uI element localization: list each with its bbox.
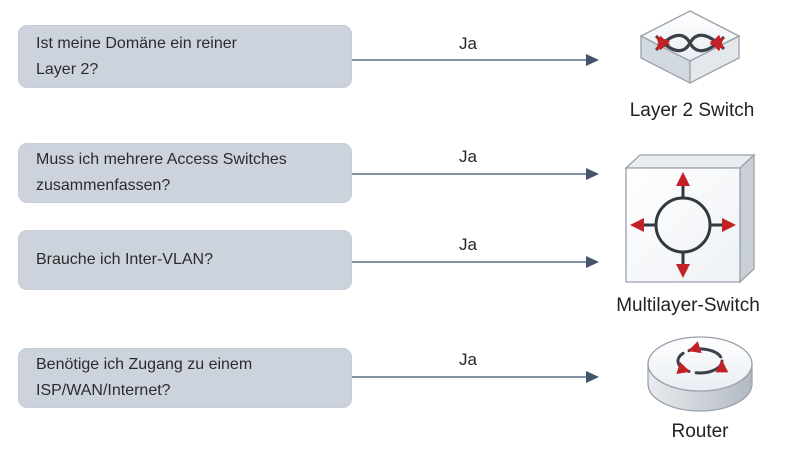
device-label-layer2-switch: Layer 2 Switch <box>629 100 755 121</box>
router-icon <box>647 336 753 412</box>
question-box-intervlan: Brauche ich Inter-VLAN? <box>18 230 352 290</box>
layer2-switch-icon <box>639 10 741 85</box>
question-text: zusammenfassen? <box>36 177 171 194</box>
question-text: ISP/WAN/Internet? <box>36 382 171 399</box>
arrow-head-icon <box>586 167 599 180</box>
question-box-isp: Benötige ich Zugang zu einem ISP/WAN/Int… <box>18 348 352 408</box>
answer-label: Ja <box>459 147 477 166</box>
arrow-line <box>352 261 588 263</box>
question-box-layer2: Ist meine Domäne ein reiner Layer 2? <box>18 25 352 88</box>
question-text: Benötige ich Zugang zu einem <box>36 356 253 373</box>
arrow-line <box>352 59 588 61</box>
answer-label: Ja <box>459 235 477 254</box>
question-text: Brauche ich Inter-VLAN? <box>36 251 213 268</box>
multilayer-switch-icon <box>624 153 756 284</box>
device-label-router: Router <box>671 421 729 442</box>
question-text: Layer 2? <box>36 60 99 78</box>
arrow-head-icon <box>586 53 599 66</box>
question-text: Ist meine Domäne ein reiner <box>36 34 237 52</box>
arrow-head-icon <box>586 370 599 383</box>
arrow-line <box>352 173 588 175</box>
device-label-multilayer-switch: Multilayer-Switch <box>616 295 760 316</box>
arrow-line <box>352 376 588 378</box>
answer-label: Ja <box>459 350 477 369</box>
question-box-aggregate: Muss ich mehrere Access Switches zusamme… <box>18 143 352 203</box>
arrow-head-icon <box>586 255 599 268</box>
question-text: Muss ich mehrere Access Switches <box>36 151 287 168</box>
answer-label: Ja <box>459 34 477 53</box>
